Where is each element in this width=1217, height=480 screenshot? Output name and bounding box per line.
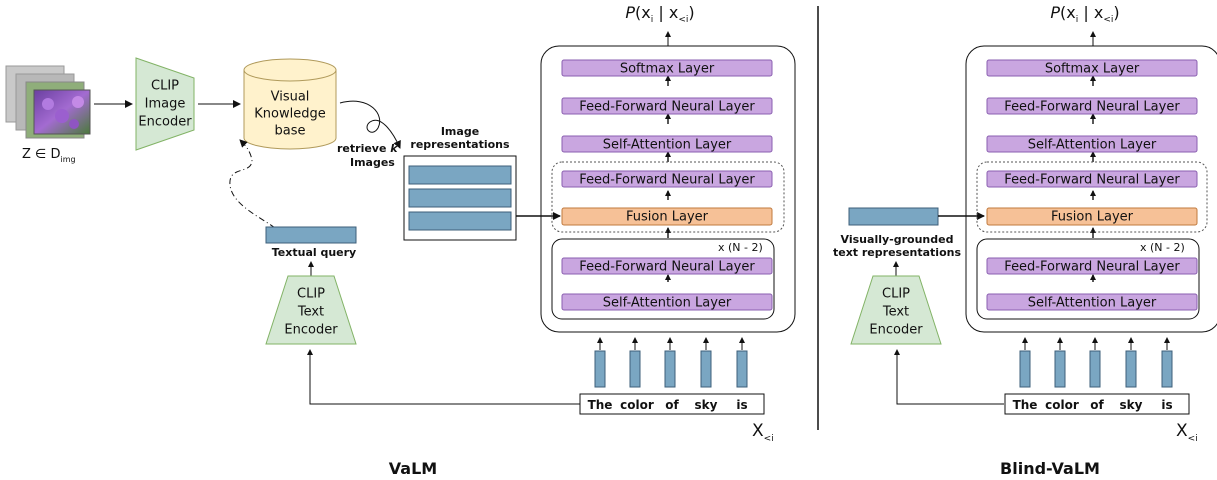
svg-text:is: is [1161, 398, 1172, 412]
retrieve-label: retrieve k [337, 142, 398, 155]
image-repr-title: Image [441, 125, 479, 138]
valm-caption: VaLM [389, 459, 437, 478]
self-attention-layer-top [561, 135, 773, 153]
image-representations-box [403, 155, 517, 241]
svg-text:Fusion Layer: Fusion Layer [626, 210, 709, 225]
grounded-label-line1: Visually-grounded [841, 233, 954, 246]
svg-text:sky: sky [1120, 398, 1143, 412]
svg-text:color: color [620, 398, 654, 412]
svg-text:x (N - 2): x (N - 2) [1140, 241, 1185, 254]
svg-text:x (N - 2): x (N - 2) [718, 241, 763, 254]
softmax-layer [561, 59, 773, 77]
svg-text:sky: sky [695, 398, 718, 412]
query-path [229, 139, 276, 229]
svg-text:Feed-Forward Neural Layer: Feed-Forward Neural Layer [579, 100, 755, 115]
ffn-layer-top [561, 97, 773, 115]
svg-text:Encoder: Encoder [284, 323, 338, 338]
svg-text:CLIP: CLIP [151, 79, 179, 94]
svg-text:Image: Image [145, 97, 186, 112]
svg-text:of: of [1090, 398, 1104, 412]
svg-text:base: base [275, 124, 306, 139]
svg-text:Self-Attention Layer: Self-Attention Layer [1028, 296, 1157, 311]
fusion-layer [561, 207, 773, 226]
svg-text:CLIP: CLIP [882, 287, 910, 302]
token-sequence-box-right [1004, 393, 1190, 415]
svg-text:Feed-Forward Neural Layer: Feed-Forward Neural Layer [1004, 173, 1180, 188]
grounded-label-line2: text representations [833, 246, 961, 259]
transformer-valm: P(xi | x<i) Softmax Layer Feed-Forward N… [540, 3, 796, 444]
fusion-block-right [976, 161, 1208, 233]
svg-text:Encoder: Encoder [869, 323, 923, 338]
svg-text:Self-Attention Layer: Self-Attention Layer [603, 296, 732, 311]
repeat-block [551, 238, 775, 320]
textual-query-label: Textual query [272, 246, 356, 259]
textual-query-vector [265, 226, 357, 244]
softmax-layer-right [986, 59, 1198, 77]
input-label-right: X<i [1176, 421, 1198, 444]
grounded-text-vector [848, 207, 939, 226]
retrieve-arrow [339, 100, 401, 149]
svg-text:Text: Text [297, 305, 324, 320]
svg-text:Fusion Layer: Fusion Layer [1051, 210, 1134, 225]
output-probability-label-right: P(xi | x<i) [1050, 3, 1119, 25]
svg-text:Encoder: Encoder [138, 115, 192, 130]
clip-image-encoder: CLIP Image Encoder [135, 57, 195, 151]
visual-knowledge-base: Visual Knowledge base [243, 58, 337, 150]
svg-text:Softmax Layer: Softmax Layer [620, 62, 715, 77]
svg-text:color: color [1045, 398, 1079, 412]
input-images-stack [5, 65, 91, 139]
svg-text:Softmax Layer: Softmax Layer [1045, 62, 1140, 77]
input-images-label: Z ∈ Dimg [22, 147, 76, 164]
svg-text:Self-Attention Layer: Self-Attention Layer [603, 138, 732, 153]
input-label: X<i [752, 421, 774, 444]
self-attention-layer-top-right [986, 135, 1198, 153]
blind-clip-text-encoder: CLIP Text Encoder [850, 275, 942, 345]
svg-text:Feed-Forward Neural Layer: Feed-Forward Neural Layer [1004, 260, 1180, 275]
ffn-layer-top-right [986, 97, 1198, 115]
svg-text:Text: Text [882, 305, 909, 320]
svg-text:Self-Attention Layer: Self-Attention Layer [1028, 138, 1157, 153]
image-repr-subtitle: representations [410, 138, 510, 151]
svg-text:Feed-Forward Neural Layer: Feed-Forward Neural Layer [1004, 100, 1180, 115]
fusion-block [551, 161, 785, 233]
transformer-blind-valm: P(xi | x<i) Softmax Layer Feed-Forward N… [965, 3, 1217, 444]
svg-text:Feed-Forward Neural Layer: Feed-Forward Neural Layer [579, 173, 755, 188]
fusion-layer-right [986, 207, 1198, 226]
repeat-block-right [976, 238, 1200, 320]
ffn-layer-fusion [561, 170, 773, 188]
blind-valm-caption: Blind-VaLM [1000, 459, 1100, 478]
ffn-layer-bottom [561, 257, 773, 275]
svg-text:Visual: Visual [271, 90, 310, 105]
ffn-layer-bottom-right [986, 257, 1198, 275]
token-sequence-box [579, 393, 765, 415]
ffn-layer-fusion-right [986, 170, 1198, 188]
clip-text-encoder: CLIP Text Encoder [265, 275, 357, 345]
retrieve-label-images: Images [350, 156, 395, 169]
svg-text:The: The [1013, 398, 1038, 412]
svg-text:Feed-Forward Neural Layer: Feed-Forward Neural Layer [579, 260, 755, 275]
svg-text:is: is [736, 398, 747, 412]
svg-text:Knowledge: Knowledge [254, 107, 325, 122]
svg-text:of: of [665, 398, 679, 412]
svg-text:The: The [588, 398, 613, 412]
self-attention-layer-bottom [561, 293, 773, 311]
output-probability-label: P(xi | x<i) [625, 3, 694, 25]
self-attention-layer-bottom-right [986, 293, 1198, 311]
svg-text:CLIP: CLIP [297, 287, 325, 302]
